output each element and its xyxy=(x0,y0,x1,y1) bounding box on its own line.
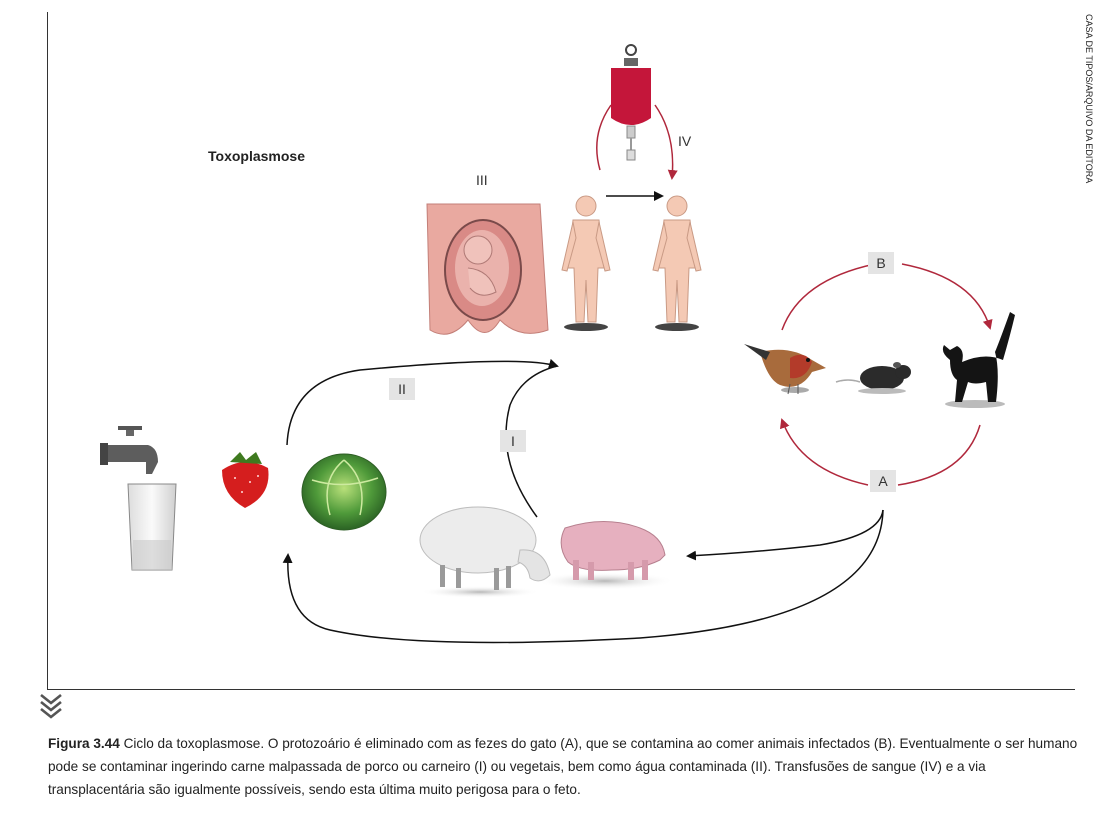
label-a-cat-feces: A xyxy=(870,470,896,492)
blood-transfusion-bag-icon xyxy=(611,45,651,160)
infected-human-figure-icon xyxy=(653,196,701,331)
chevron-down-icon xyxy=(38,693,64,721)
cycle-arrow-to-prey xyxy=(782,420,868,485)
pig-icon xyxy=(535,522,675,591)
label-iv-transfusion: IV xyxy=(678,133,691,149)
water-glass-icon xyxy=(128,484,176,570)
cycle-arc-a-right xyxy=(898,425,980,485)
label-i-meat: I xyxy=(500,430,526,452)
mouse-icon xyxy=(836,362,911,394)
sheep-icon xyxy=(420,507,550,598)
pregnant-uterus-icon xyxy=(427,204,548,334)
cabbage-icon xyxy=(302,454,386,530)
label-iii-transplacental: III xyxy=(476,172,488,188)
human-figure-icon xyxy=(562,196,610,331)
cat-icon xyxy=(943,312,1015,408)
label-b-infected-animals: B xyxy=(868,252,894,274)
caption-text: Ciclo da toxoplasmose. O protozoário é e… xyxy=(48,736,1077,797)
transfusion-arc-left xyxy=(597,105,611,170)
water-faucet-icon xyxy=(100,426,158,474)
figure-caption: Figura 3.44 Ciclo da toxoplasmose. O pro… xyxy=(48,732,1078,801)
label-ii-water-vegetables: II xyxy=(389,378,415,400)
strawberry-icon xyxy=(222,452,269,508)
transfusion-arrow xyxy=(655,105,673,178)
bird-icon xyxy=(744,344,826,394)
figure-number: Figura 3.44 xyxy=(48,736,120,751)
cycle-arc-b-left xyxy=(782,264,875,330)
arrow-a-to-livestock xyxy=(688,510,883,556)
cycle-arrow-to-cat xyxy=(902,264,990,328)
